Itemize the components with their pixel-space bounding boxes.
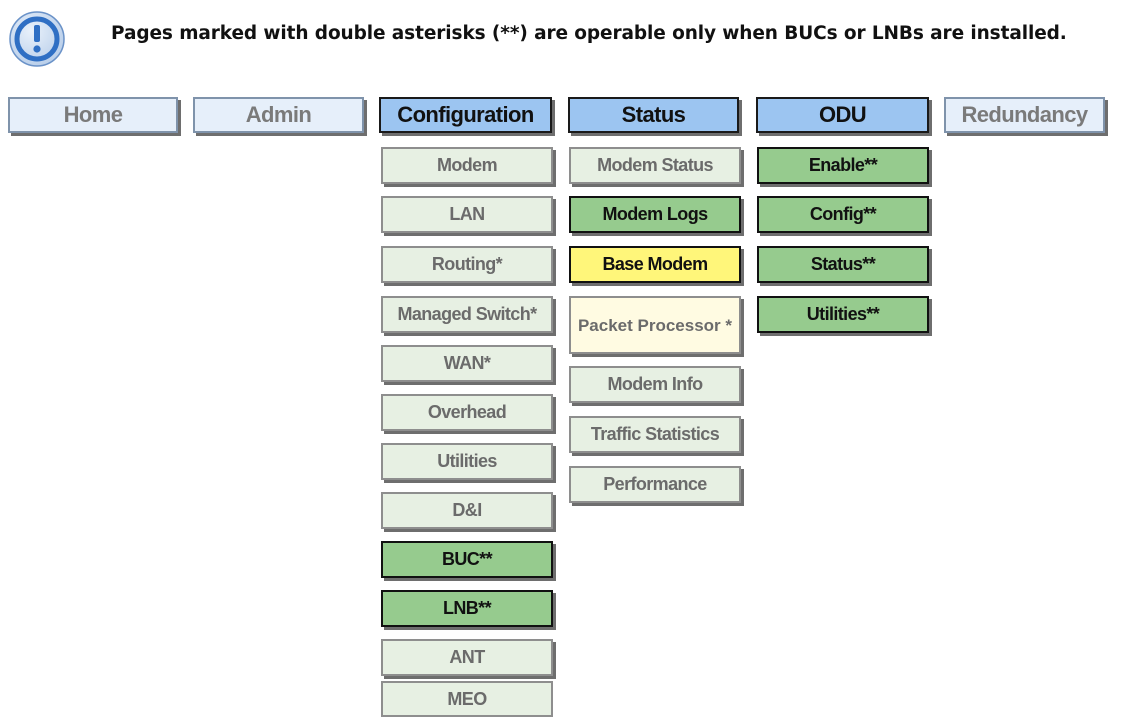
odu-item-utilities[interactable]: Utilities** [757, 296, 929, 333]
config-item-d-and-i[interactable]: D&I [381, 492, 553, 529]
status-item-performance[interactable]: Performance [569, 466, 741, 503]
config-item-lnb[interactable]: LNB** [381, 590, 553, 627]
status-item-modem-info[interactable]: Modem Info [569, 366, 741, 403]
config-item-meo[interactable]: MEO [381, 681, 553, 717]
nav-status[interactable]: Status [568, 97, 739, 133]
status-item-traffic-statistics[interactable]: Traffic Statistics [569, 416, 741, 453]
config-item-buc[interactable]: BUC** [381, 541, 553, 578]
nav-admin[interactable]: Admin [193, 97, 364, 133]
config-item-routing[interactable]: Routing* [381, 246, 553, 283]
odu-item-enable[interactable]: Enable** [757, 147, 929, 184]
status-item-modem-status[interactable]: Modem Status [569, 147, 741, 184]
nav-odu[interactable]: ODU [756, 97, 929, 133]
nav-redundancy[interactable]: Redundancy [944, 97, 1105, 133]
info-exclamation-icon [8, 10, 66, 68]
status-item-base-modem[interactable]: Base Modem [569, 246, 741, 283]
config-item-lan[interactable]: LAN [381, 196, 553, 233]
config-item-modem[interactable]: Modem [381, 147, 553, 184]
config-item-wan[interactable]: WAN* [381, 345, 553, 382]
nav-home[interactable]: Home [8, 97, 178, 133]
note-text: Pages marked with double asterisks (**) … [111, 23, 1067, 44]
nav-configuration[interactable]: Configuration [379, 97, 552, 133]
odu-item-status[interactable]: Status** [757, 246, 929, 283]
config-item-utilities[interactable]: Utilities [381, 443, 553, 480]
config-item-ant[interactable]: ANT [381, 639, 553, 676]
config-item-managed-switch[interactable]: Managed Switch* [381, 296, 553, 333]
odu-item-config[interactable]: Config** [757, 196, 929, 233]
config-item-overhead[interactable]: Overhead [381, 394, 553, 431]
status-item-modem-logs[interactable]: Modem Logs [569, 196, 741, 233]
status-item-packet-processor[interactable]: Packet Processor * [569, 296, 741, 354]
